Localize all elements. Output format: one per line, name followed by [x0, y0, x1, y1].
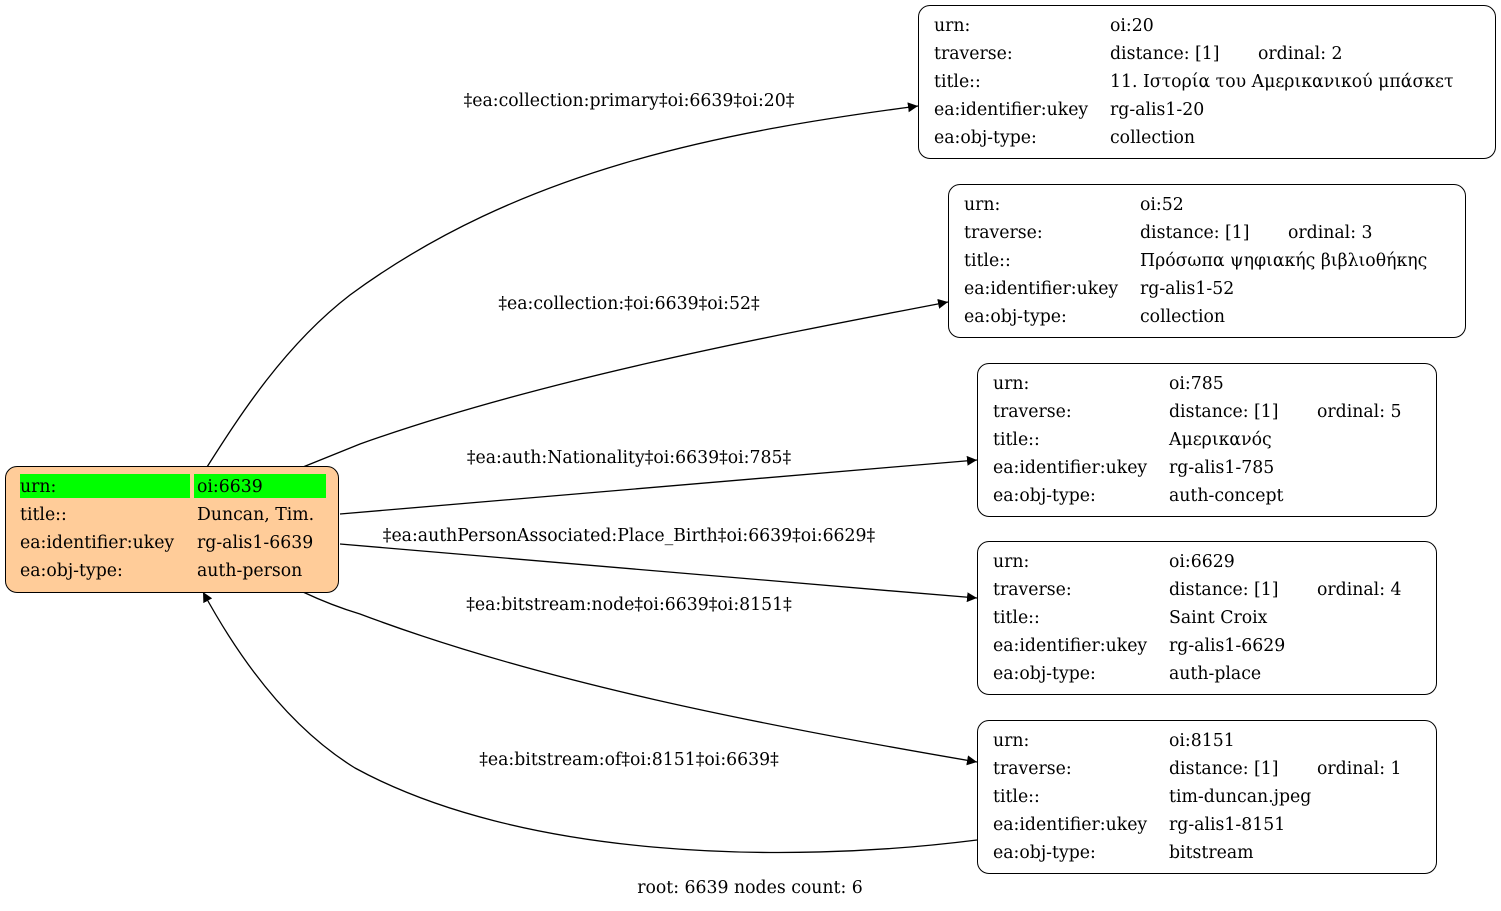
urn-value: oi:6639 — [197, 477, 263, 497]
distance-value: distance: [1] — [1169, 402, 1279, 422]
traverse-key: traverse: — [993, 402, 1072, 422]
type-key: ea:obj-type: — [993, 664, 1096, 684]
traverse-key: traverse: — [964, 223, 1043, 243]
title-key: title:: — [993, 787, 1040, 807]
node-oi-8151[interactable]: urn: oi:8151 traverse: distance: [1] ordina… — [977, 720, 1437, 874]
ukey-value: rg-alis1-52 — [1140, 279, 1235, 299]
urn-value: oi:52 — [1140, 195, 1184, 215]
type-key: ea:obj-type: — [934, 128, 1037, 148]
edge-collection — [302, 298, 949, 468]
ukey-key: ea:identifier:ukey — [20, 533, 175, 553]
type-value: collection — [1110, 128, 1196, 148]
urn-value-highlight — [194, 474, 326, 498]
ordinal-value: ordinal: 2 — [1258, 44, 1343, 64]
edge-label-place-birth: ‡ea:authPersonAssociated:Place_Birth‡oi:… — [382, 526, 876, 546]
ukey-value: rg-alis1-6639 — [197, 533, 314, 553]
edge-bitstream-of — [202, 591, 978, 854]
ukey-key: ea:identifier:ukey — [993, 636, 1148, 656]
title-key: title:: — [934, 72, 981, 92]
ukey-value: rg-alis1-20 — [1110, 100, 1205, 120]
edge-bitstream-node — [302, 591, 978, 766]
distance-value: distance: [1] — [1169, 580, 1279, 600]
ordinal-value: ordinal: 1 — [1317, 759, 1402, 779]
edge-label-nationality: ‡ea:auth:Nationality‡oi:6639‡oi:785‡ — [466, 448, 792, 468]
node-oi-785[interactable]: urn: oi:785 traverse: distance: [1] ordinal… — [977, 363, 1437, 517]
type-key: ea:obj-type: — [20, 561, 123, 581]
title-value: Saint Croix — [1169, 608, 1268, 628]
edge-label-collection: ‡ea:collection:‡oi:6639‡oi:52‡ — [498, 294, 760, 314]
ukey-value: rg-alis1-785 — [1169, 458, 1275, 478]
type-key: ea:obj-type: — [993, 486, 1096, 506]
ordinal-value: ordinal: 5 — [1317, 402, 1402, 422]
title-key: title:: — [964, 251, 1011, 271]
urn-key: urn: — [993, 552, 1030, 572]
urn-value: oi:20 — [1110, 16, 1154, 36]
type-key: ea:obj-type: — [993, 843, 1096, 863]
urn-key: urn: — [993, 374, 1030, 394]
urn-key: urn: — [20, 477, 57, 497]
edge-nationality — [339, 455, 978, 515]
ukey-value: rg-alis1-6629 — [1169, 636, 1286, 656]
ukey-key: ea:identifier:ukey — [934, 100, 1089, 120]
title-value: Αμερικανός — [1169, 430, 1272, 450]
urn-value: oi:8151 — [1169, 731, 1235, 751]
type-value: bitstream — [1169, 843, 1254, 863]
node-oi-6629[interactable]: urn: oi:6629 traverse: distance: [1] ordina… — [977, 541, 1437, 695]
distance-value: distance: [1] — [1110, 44, 1220, 64]
ukey-key: ea:identifier:ukey — [993, 458, 1148, 478]
traverse-key: traverse: — [993, 759, 1072, 779]
urn-key: urn: — [993, 731, 1030, 751]
title-key: title:: — [20, 505, 67, 525]
ukey-value: rg-alis1-8151 — [1169, 815, 1286, 835]
type-value: auth-concept — [1169, 486, 1284, 506]
root-node[interactable]: urn: oi:6639 title:: Duncan, Tim. ea:ide… — [5, 466, 339, 593]
edge-label-bitstream-node: ‡ea:bitstream:node‡oi:6639‡oi:8151‡ — [466, 595, 792, 615]
type-key: ea:obj-type: — [964, 307, 1067, 327]
ukey-key: ea:identifier:ukey — [993, 815, 1148, 835]
traverse-key: traverse: — [993, 580, 1072, 600]
edge-label-bitstream-of: ‡ea:bitstream:of‡oi:8151‡oi:6639‡ — [479, 750, 779, 770]
ukey-key: ea:identifier:ukey — [964, 279, 1119, 299]
distance-value: distance: [1] — [1140, 223, 1250, 243]
type-value: auth-place — [1169, 664, 1262, 684]
node-oi-52[interactable]: urn: oi:52 traverse: distance: [1] ordinal:… — [948, 184, 1466, 338]
title-value: Duncan, Tim. — [197, 505, 315, 525]
distance-value: distance: [1] — [1169, 759, 1279, 779]
title-value: tim-duncan.jpeg — [1169, 787, 1312, 807]
urn-key: urn: — [934, 16, 971, 36]
traverse-key: traverse: — [934, 44, 1013, 64]
ordinal-value: ordinal: 3 — [1288, 223, 1373, 243]
edge-label-collection-primary: ‡ea:collection:primary‡oi:6639‡oi:20‡ — [463, 91, 795, 111]
title-value: 11. Ιστορία του Αμερικανικού μπάσκετ — [1110, 72, 1454, 92]
urn-value: oi:785 — [1169, 374, 1224, 394]
title-value: Πρόσωπα ψηφιακής βιβλιοθήκης — [1140, 251, 1428, 271]
node-oi-20[interactable]: urn: oi:20 traverse: distance: [1] ordinal:… — [918, 5, 1496, 159]
edge-collection-primary — [206, 102, 919, 468]
type-value: collection — [1140, 307, 1226, 327]
urn-key: urn: — [964, 195, 1001, 215]
type-value: auth-person — [197, 561, 303, 581]
ordinal-value: ordinal: 4 — [1317, 580, 1402, 600]
title-key: title:: — [993, 608, 1040, 628]
title-key: title:: — [993, 430, 1040, 450]
urn-key-highlight — [20, 474, 190, 498]
graph-footer: root: 6639 nodes count: 6 — [637, 878, 863, 898]
edge-place-birth — [339, 543, 978, 603]
urn-value: oi:6629 — [1169, 552, 1235, 572]
